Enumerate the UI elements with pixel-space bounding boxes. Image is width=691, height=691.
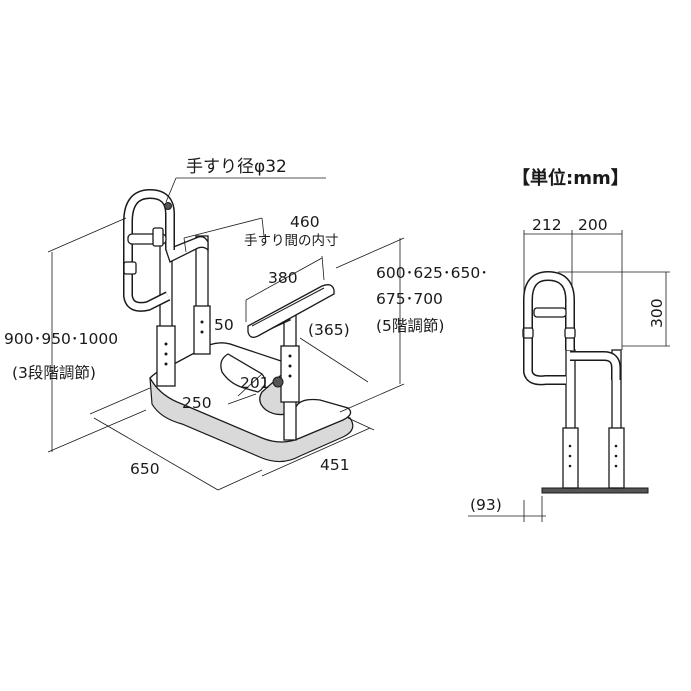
overall-height-values: 900･950･1000 — [4, 330, 118, 348]
loop-knob — [164, 202, 172, 210]
loop-grip-cap — [152, 227, 164, 247]
overall-height-steps: (3段階調節) — [12, 364, 96, 382]
hand-loop-inner — [124, 190, 174, 311]
side-post-front-sleeve — [608, 427, 625, 489]
adjust-hole — [200, 320, 204, 324]
side-grip-left — [522, 327, 534, 339]
rail-inner-width-label: 手すり間の内寸 — [244, 233, 339, 249]
adjust-hole — [164, 352, 168, 356]
loop-grip-lower — [123, 261, 137, 275]
dim-93-label: (93) — [470, 496, 502, 514]
armrest-length-label: 380 — [268, 269, 298, 287]
adjust-hole — [200, 330, 204, 334]
side-hand-loop-inner — [524, 272, 574, 384]
dim-212-label: 212 — [532, 216, 562, 234]
adjust-hole — [164, 362, 168, 366]
main-post-rear-sleeve — [193, 305, 211, 355]
armrest-adjust-knob — [272, 376, 284, 388]
side-view: 【単位:mm】 212 200 3 — [468, 167, 670, 522]
rail-inner-width-value: 460 — [290, 213, 320, 231]
dim-250-label: 250 — [182, 394, 212, 412]
rail-crossbar — [165, 236, 209, 263]
main-post-front-sleeve — [156, 325, 176, 387]
offset-365-label: (365) — [308, 321, 350, 339]
base-width-label: 451 — [320, 456, 350, 474]
base-cutout — [220, 353, 266, 393]
adjust-hole — [164, 342, 168, 346]
armrest-height-values-2: 675･700 — [376, 290, 443, 308]
armrest-offset-label: 50 — [214, 316, 234, 334]
unit-label: 【単位:mm】 — [512, 167, 629, 189]
adjust-hole — [288, 354, 292, 358]
base-depth-label: 650 — [130, 460, 160, 478]
side-grip-upper — [533, 307, 567, 318]
isometric-view: 手すり径φ32 460 手すり間の内寸 380 50 600･625･650･ … — [4, 157, 488, 491]
adjust-hole — [288, 364, 292, 368]
dim-200-label: 200 — [578, 216, 608, 234]
armrest-pad — [247, 284, 335, 338]
armrest-height-values-1: 600･625･650･ — [376, 264, 488, 282]
armrest-post-sleeve — [280, 345, 300, 403]
dim-300-label: 300 — [648, 298, 666, 328]
base-plate-top — [149, 342, 352, 443]
side-rail-bend-inner — [570, 352, 620, 380]
side-hand-loop — [523, 270, 575, 386]
rail-diameter-label: 手すり径φ32 — [186, 157, 287, 177]
armrest-height-steps: (5階調節) — [376, 317, 444, 335]
side-post-rear-sleeve — [562, 427, 579, 489]
adjust-hole — [288, 374, 292, 378]
side-base-plate — [541, 487, 649, 494]
armrest-pad-top — [251, 287, 325, 327]
dim-201-label: 201 — [240, 374, 270, 392]
side-grip-right — [564, 327, 576, 339]
